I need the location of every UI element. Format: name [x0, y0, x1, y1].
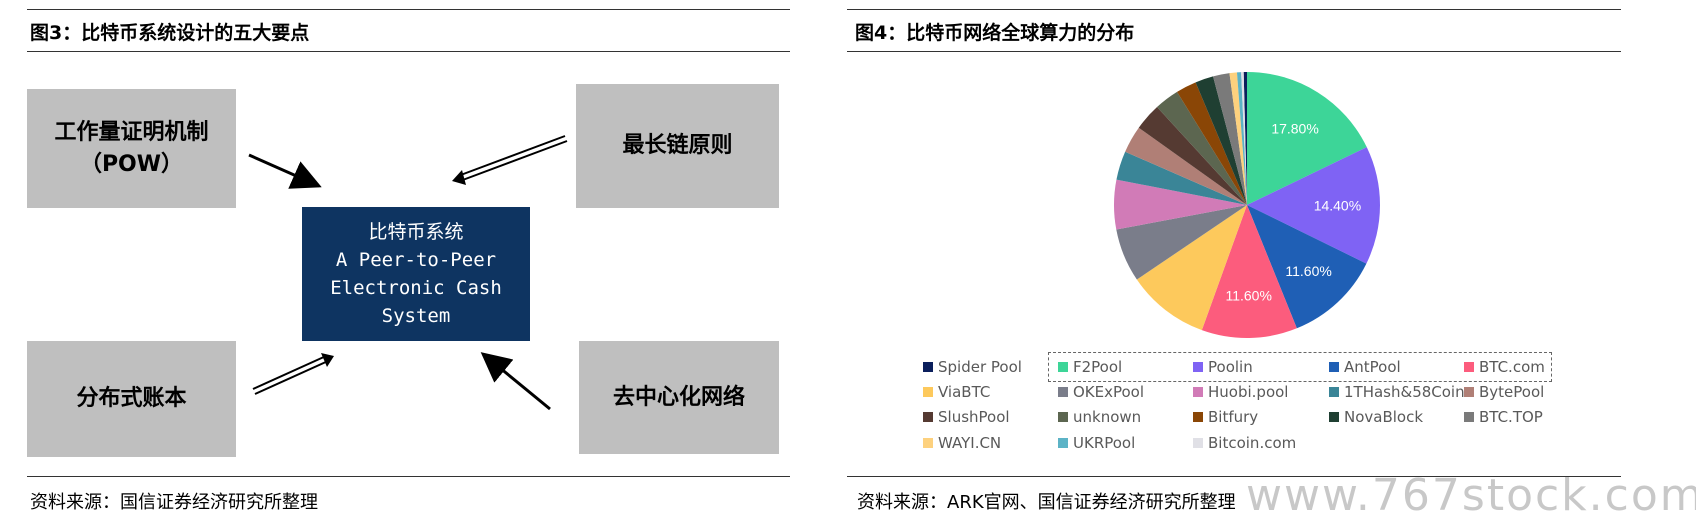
- legend-swatch: [1058, 387, 1068, 397]
- legend-item: BTC.com: [1464, 358, 1545, 376]
- left-bottom-rule: [27, 476, 790, 477]
- legend-item: ViaBTC: [923, 383, 990, 401]
- legend-item: NovaBlock: [1329, 408, 1423, 426]
- pie-slice-unknown: [1157, 91, 1247, 205]
- pie-data-label: 11.60%: [1285, 263, 1331, 279]
- legend-swatch: [1464, 362, 1474, 372]
- pie-slice-bitfury: [1177, 82, 1247, 205]
- legend-label: BTC.com: [1479, 358, 1545, 376]
- legend-label: AntPool: [1344, 358, 1401, 376]
- legend-label: unknown: [1073, 408, 1142, 426]
- pie-slice-btc-com: [1201, 205, 1297, 339]
- legend-swatch: [923, 362, 933, 372]
- legend-swatch: [923, 412, 933, 422]
- pie-slice-bitcoin-com: [1241, 72, 1247, 205]
- legend-item: BytePool: [1464, 383, 1544, 401]
- legend-item: F2Pool: [1058, 358, 1122, 376]
- pie-slice-huobi-pool: [1114, 179, 1247, 230]
- legend-item: unknown: [1058, 408, 1141, 426]
- arrows: [248, 135, 568, 411]
- figure3-title: 图3：比特币系统设计的五大要点: [30, 22, 310, 44]
- legend-swatch: [1464, 387, 1474, 397]
- legend-label: F2Pool: [1073, 358, 1123, 376]
- legend-swatch: [1193, 412, 1203, 422]
- legend-item: Huobi.pool: [1193, 383, 1288, 401]
- legend-label: 1THash&58Coin: [1344, 383, 1465, 401]
- arrow-longest-chain: [452, 135, 568, 185]
- right-source: 资料来源：ARK官网、国信证券经济研究所整理: [857, 492, 1236, 513]
- arrow-decentralized: [480, 352, 551, 411]
- box-distributed-ledger: 分布式账本: [27, 341, 236, 457]
- pie-slice-viabtc: [1136, 205, 1247, 331]
- pie-slice-1thash-58coin: [1116, 151, 1247, 205]
- pie-slice-ukrpool: [1236, 72, 1247, 205]
- pie-slice-spider-pool: [1243, 72, 1247, 205]
- legend-label: BTC.TOP: [1479, 408, 1543, 426]
- legend-item: OKExPool: [1058, 383, 1144, 401]
- pie-slice-bytepool: [1125, 127, 1247, 205]
- pie-slice-antpool: [1247, 205, 1367, 329]
- arrow-distributed-ledger: [252, 353, 334, 395]
- legend-item: UKRPool: [1058, 434, 1135, 452]
- legend-swatch: [1329, 412, 1339, 422]
- pie-slice-novablock: [1195, 76, 1247, 205]
- legend-swatch: [923, 438, 933, 448]
- legend-swatch: [1193, 362, 1203, 372]
- legend-swatch: [1193, 387, 1203, 397]
- pie-data-label: 14.40%: [1314, 197, 1361, 213]
- legend-item: BTC.TOP: [1464, 408, 1543, 426]
- pie-data-label: 11.60%: [1225, 287, 1271, 303]
- arrow-pow: [248, 153, 322, 189]
- legend-swatch: [1058, 362, 1068, 372]
- legend-swatch: [1058, 412, 1068, 422]
- legend-item: Spider Pool: [923, 358, 1022, 376]
- legend-label: OKExPool: [1073, 383, 1145, 401]
- legend-swatch: [1329, 362, 1339, 372]
- legend-item: Poolin: [1193, 358, 1253, 376]
- legend-swatch: [1329, 387, 1339, 397]
- legend-swatch: [923, 387, 933, 397]
- pie-slice-btc-top: [1213, 73, 1247, 205]
- legend-swatch: [1193, 438, 1203, 448]
- legend-label: BytePool: [1479, 383, 1545, 401]
- legend-label: Huobi.pool: [1208, 383, 1289, 401]
- figure4-title: 图4：比特币网络全球算力的分布: [855, 22, 1135, 44]
- legend-label: Poolin: [1208, 358, 1253, 376]
- left-top-rule: [27, 9, 790, 10]
- pie-slice-wayi-cn: [1229, 72, 1247, 205]
- legend-item: 1THash&58Coin: [1329, 383, 1465, 401]
- pie-slice-poolin: [1247, 147, 1380, 264]
- pie-slice-slushpool: [1138, 107, 1247, 205]
- legend-item: WAYI.CN: [923, 434, 1001, 452]
- legend-label: Bitfury: [1208, 408, 1259, 426]
- legend-highlight-box: [1048, 352, 1552, 382]
- legend-item: Bitfury: [1193, 408, 1258, 426]
- legend-swatch: [1464, 412, 1474, 422]
- right-title-rule: [847, 51, 1621, 52]
- right-bottom-rule: [847, 476, 1621, 477]
- box-longest-chain: 最长链原则: [576, 84, 779, 208]
- legend-label: NovaBlock: [1344, 408, 1424, 426]
- right-top-rule: [847, 9, 1621, 10]
- legend-item: AntPool: [1329, 358, 1401, 376]
- left-title-rule: [27, 51, 790, 52]
- pie-chart: 17.80% 14.40% 11.60% 11.60%: [1114, 72, 1380, 339]
- pie-data-label: 17.80%: [1271, 120, 1318, 136]
- legend-label: ViaBTC: [938, 383, 991, 401]
- box-decentralized-network: 去中心化网络: [579, 341, 779, 454]
- legend-label: Spider Pool: [938, 358, 1022, 376]
- bitcoin-system-box: 比特币系统 A Peer-to-Peer Electronic Cash Sys…: [302, 207, 530, 341]
- legend-item: Bitcoin.com: [1193, 434, 1296, 452]
- legend-item: SlushPool: [923, 408, 1010, 426]
- pie-slice-okexpool: [1116, 205, 1247, 280]
- legend-label: WAYI.CN: [938, 434, 1002, 452]
- pie-slice-f2pool: [1247, 72, 1367, 205]
- watermark: www.767stock.com: [1246, 470, 1696, 521]
- left-source: 资料来源：国信证券经济研究所整理: [30, 492, 318, 513]
- legend-swatch: [1058, 438, 1068, 448]
- legend-label: Bitcoin.com: [1208, 434, 1297, 452]
- legend-label: SlushPool: [938, 408, 1010, 426]
- box-pow: 工作量证明机制 （POW）: [27, 89, 236, 208]
- legend-label: UKRPool: [1073, 434, 1136, 452]
